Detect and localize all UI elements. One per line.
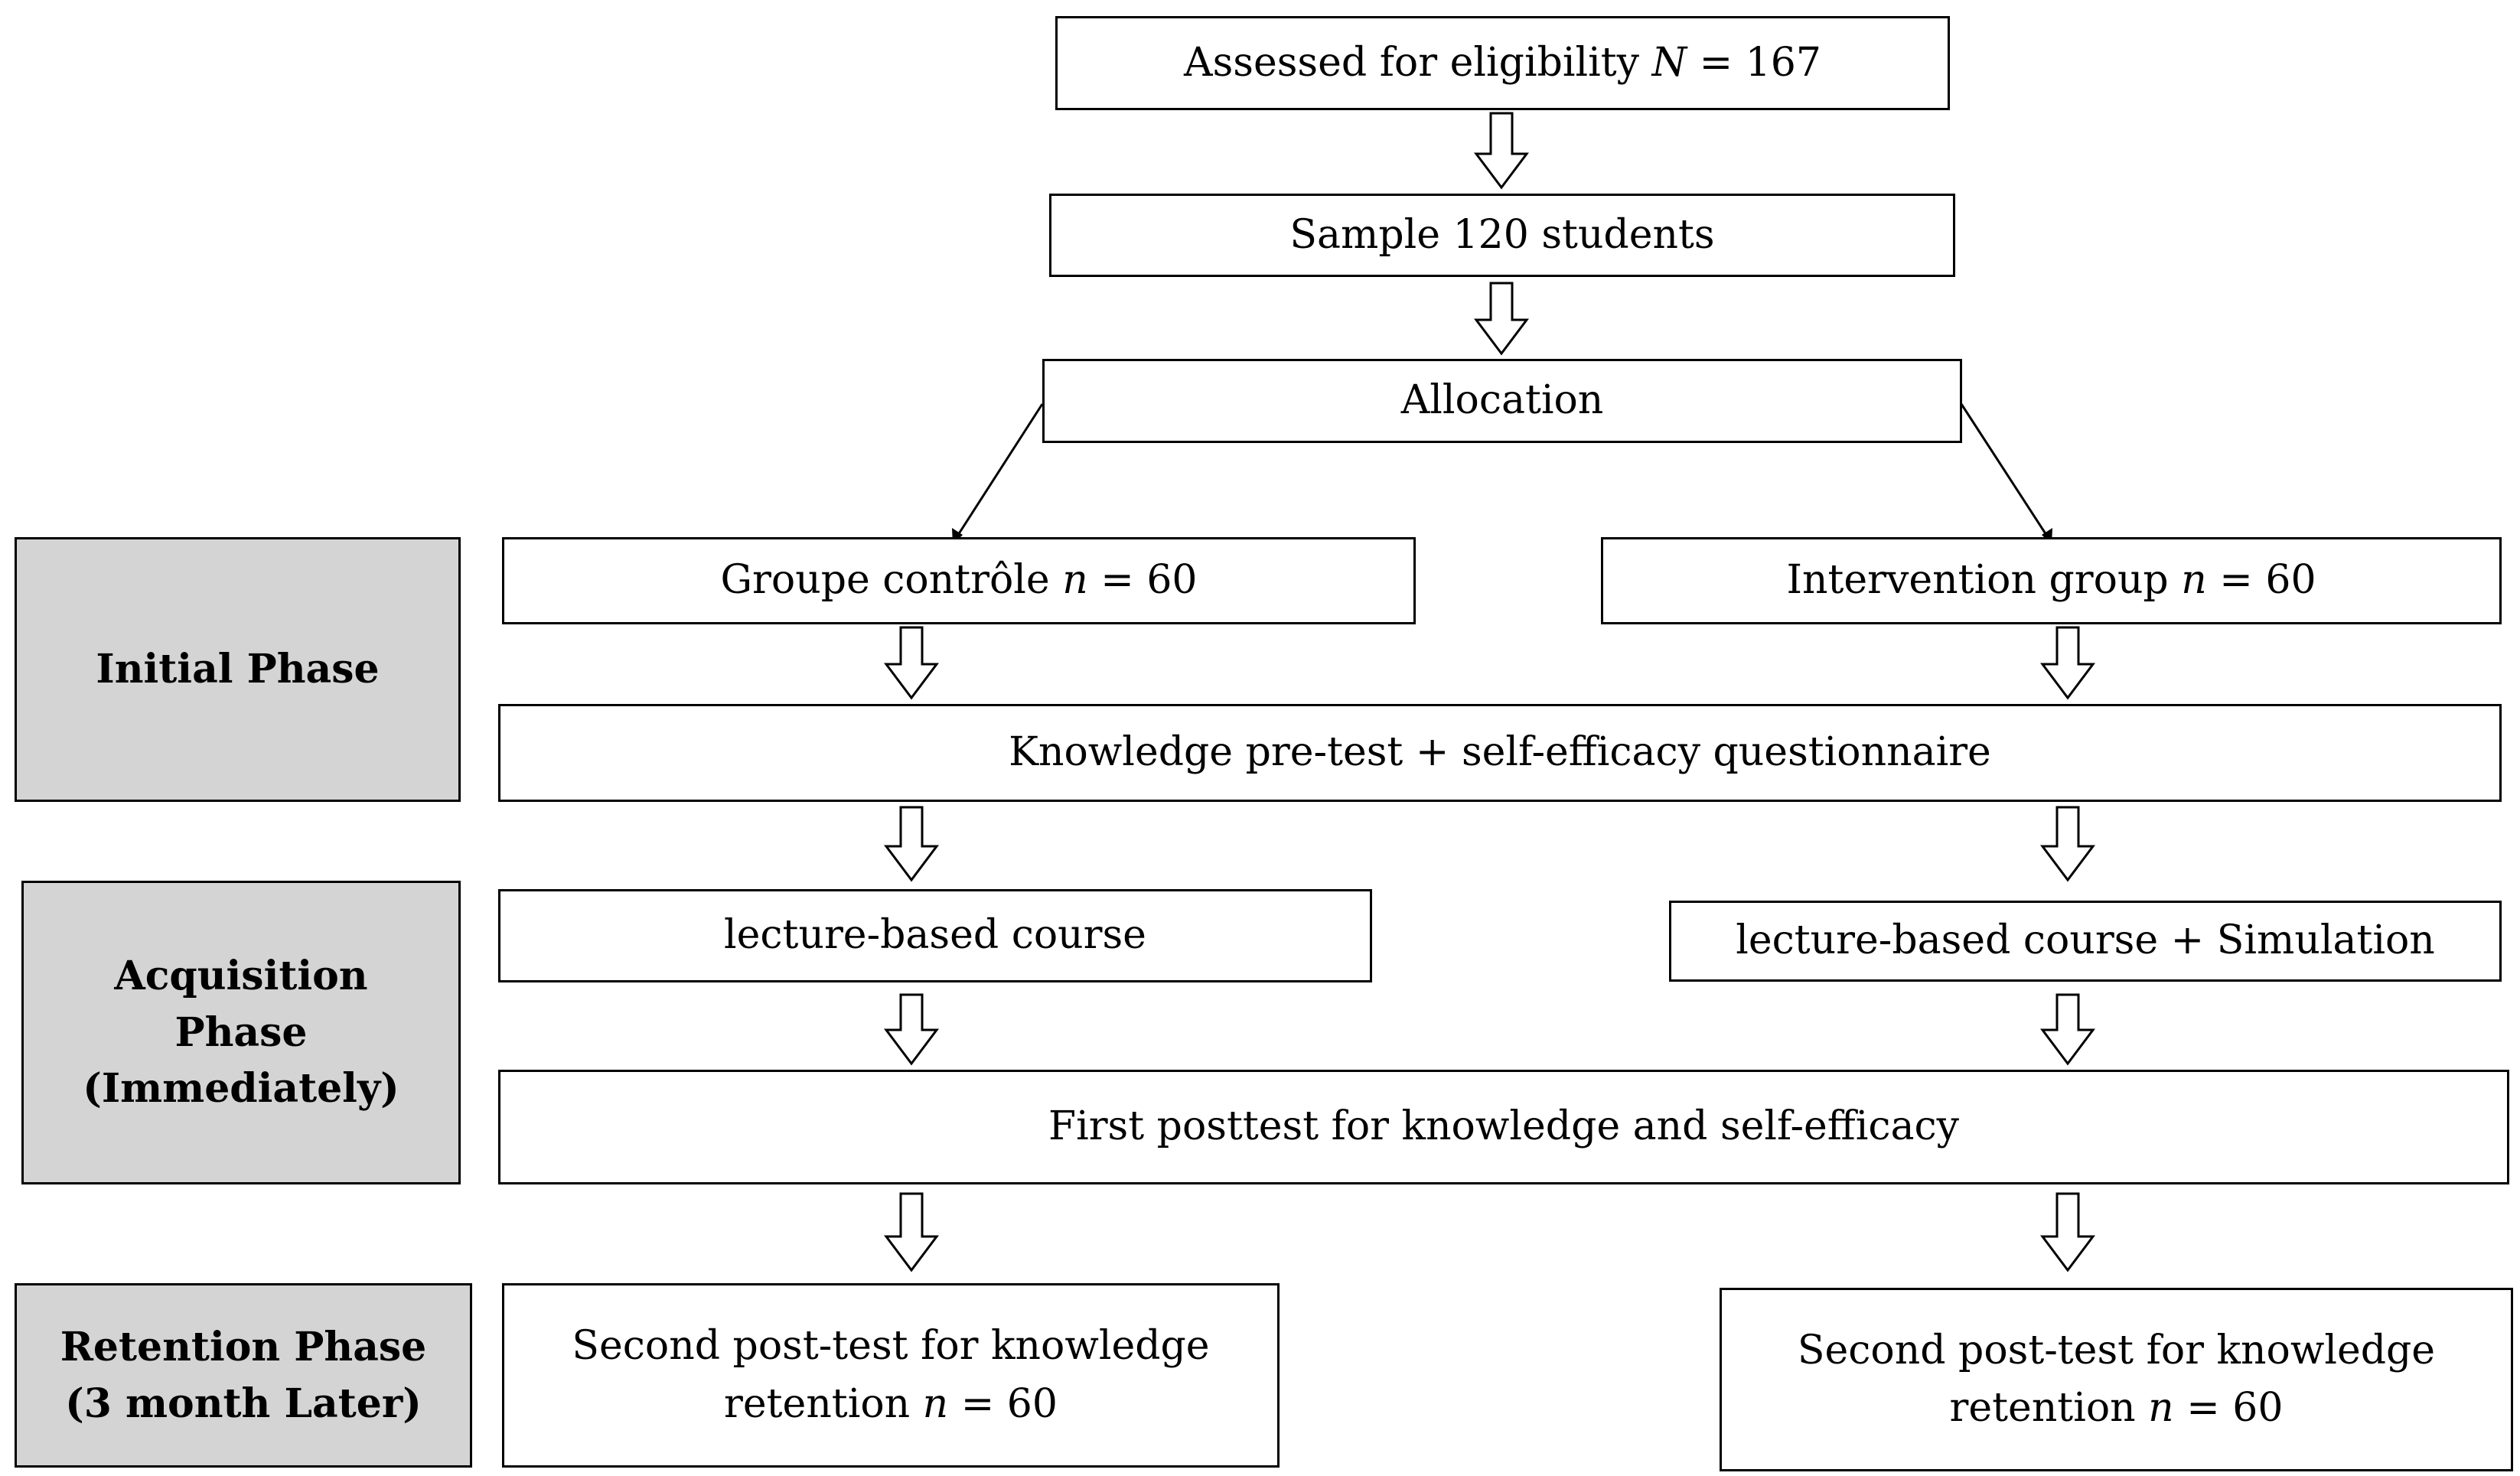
sample-to-allocation-arrow bbox=[1474, 282, 1529, 356]
control-group-box: Groupe contrôle n = 60 bbox=[502, 537, 1416, 624]
acquisition-phase-label: Acquisition Phase (Immediately) bbox=[21, 881, 461, 1184]
second-posttest-right-box: Second post-test for knowledge retention… bbox=[1720, 1288, 2513, 1471]
lecture-simulation-label: lecture-based course + Simulation bbox=[1736, 917, 2435, 964]
retention-phase-line1: Retention Phase bbox=[60, 1323, 427, 1370]
pretest-box: Knowledge pre-test + self-efficacy quest… bbox=[498, 704, 2502, 802]
pretest-to-lecture-simulation-arrow bbox=[2040, 806, 2095, 882]
intervention-group-box: Intervention group n = 60 bbox=[1601, 537, 2502, 624]
pretest-label: Knowledge pre-test + self-efficacy quest… bbox=[1009, 729, 1991, 776]
second-right-line1: Second post-test for knowledge bbox=[1797, 1327, 2436, 1373]
acquisition-phase-line2: Phase bbox=[174, 1008, 308, 1056]
retention-phase-line2: (3 month Later) bbox=[65, 1380, 422, 1427]
retention-phase-label: Retention Phase (3 month Later) bbox=[15, 1283, 472, 1468]
lecture-simulation-box: lecture-based course + Simulation bbox=[1669, 901, 2502, 982]
intervention-label: Intervention group bbox=[1786, 557, 2169, 604]
control-variable: n bbox=[1062, 557, 1088, 604]
second-posttest-left-box: Second post-test for knowledge retention… bbox=[502, 1283, 1280, 1468]
control-label: Groupe contrôle bbox=[720, 557, 1050, 604]
initial-phase-label: Initial Phase bbox=[15, 537, 461, 802]
intervention-count: = 60 bbox=[2206, 557, 2316, 604]
allocation-to-intervention-arrow-line bbox=[1960, 403, 2048, 536]
assessed-count: = 167 bbox=[1687, 39, 1821, 86]
assessed-label: Assessed for eligibility bbox=[1184, 39, 1640, 86]
lecture-to-first-posttest-arrow bbox=[884, 993, 939, 1066]
acquisition-phase-line1: Acquisition bbox=[114, 952, 368, 999]
intervention-variable: n bbox=[2181, 557, 2207, 604]
first-posttest-to-second-left-arrow bbox=[884, 1192, 939, 1272]
second-right-line2: retention bbox=[1949, 1385, 2136, 1431]
lecture-simulation-to-first-posttest-arrow bbox=[2040, 993, 2095, 1066]
first-posttest-label: First posttest for knowledge and self-ef… bbox=[1048, 1103, 1959, 1150]
control-count: = 60 bbox=[1087, 557, 1198, 604]
second-left-line1: Second post-test for knowledge bbox=[572, 1323, 1210, 1370]
assessed-eligibility-box: Assessed for eligibility N = 167 bbox=[1055, 16, 1950, 110]
second-right-variable: n bbox=[2148, 1385, 2174, 1431]
first-posttest-to-second-right-arrow bbox=[2040, 1192, 2095, 1272]
second-right-count: = 60 bbox=[2173, 1385, 2284, 1431]
second-left-line2: retention bbox=[724, 1380, 911, 1427]
allocation-box: Allocation bbox=[1042, 359, 1962, 443]
acquisition-phase-line3: (Immediately) bbox=[83, 1065, 399, 1113]
first-posttest-box: First posttest for knowledge and self-ef… bbox=[498, 1070, 2509, 1184]
assessed-to-sample-arrow bbox=[1474, 112, 1529, 190]
allocation-label: Allocation bbox=[1400, 377, 1604, 424]
intervention-to-pretest-arrow bbox=[2040, 626, 2095, 700]
control-to-pretest-arrow bbox=[884, 626, 939, 700]
second-left-count: = 60 bbox=[948, 1380, 1058, 1427]
lecture-course-box: lecture-based course bbox=[498, 889, 1372, 982]
lecture-label: lecture-based course bbox=[724, 912, 1146, 959]
initial-phase-text: Initial Phase bbox=[96, 646, 380, 693]
allocation-to-control-arrow-line bbox=[957, 403, 1044, 536]
sample-label: Sample 120 students bbox=[1289, 211, 1715, 258]
pretest-to-lecture-arrow bbox=[884, 806, 939, 882]
sample-box: Sample 120 students bbox=[1049, 194, 1955, 277]
assessed-variable: N bbox=[1651, 39, 1687, 86]
hollow-arrows-group bbox=[884, 112, 2095, 1272]
second-left-variable: n bbox=[922, 1380, 949, 1427]
